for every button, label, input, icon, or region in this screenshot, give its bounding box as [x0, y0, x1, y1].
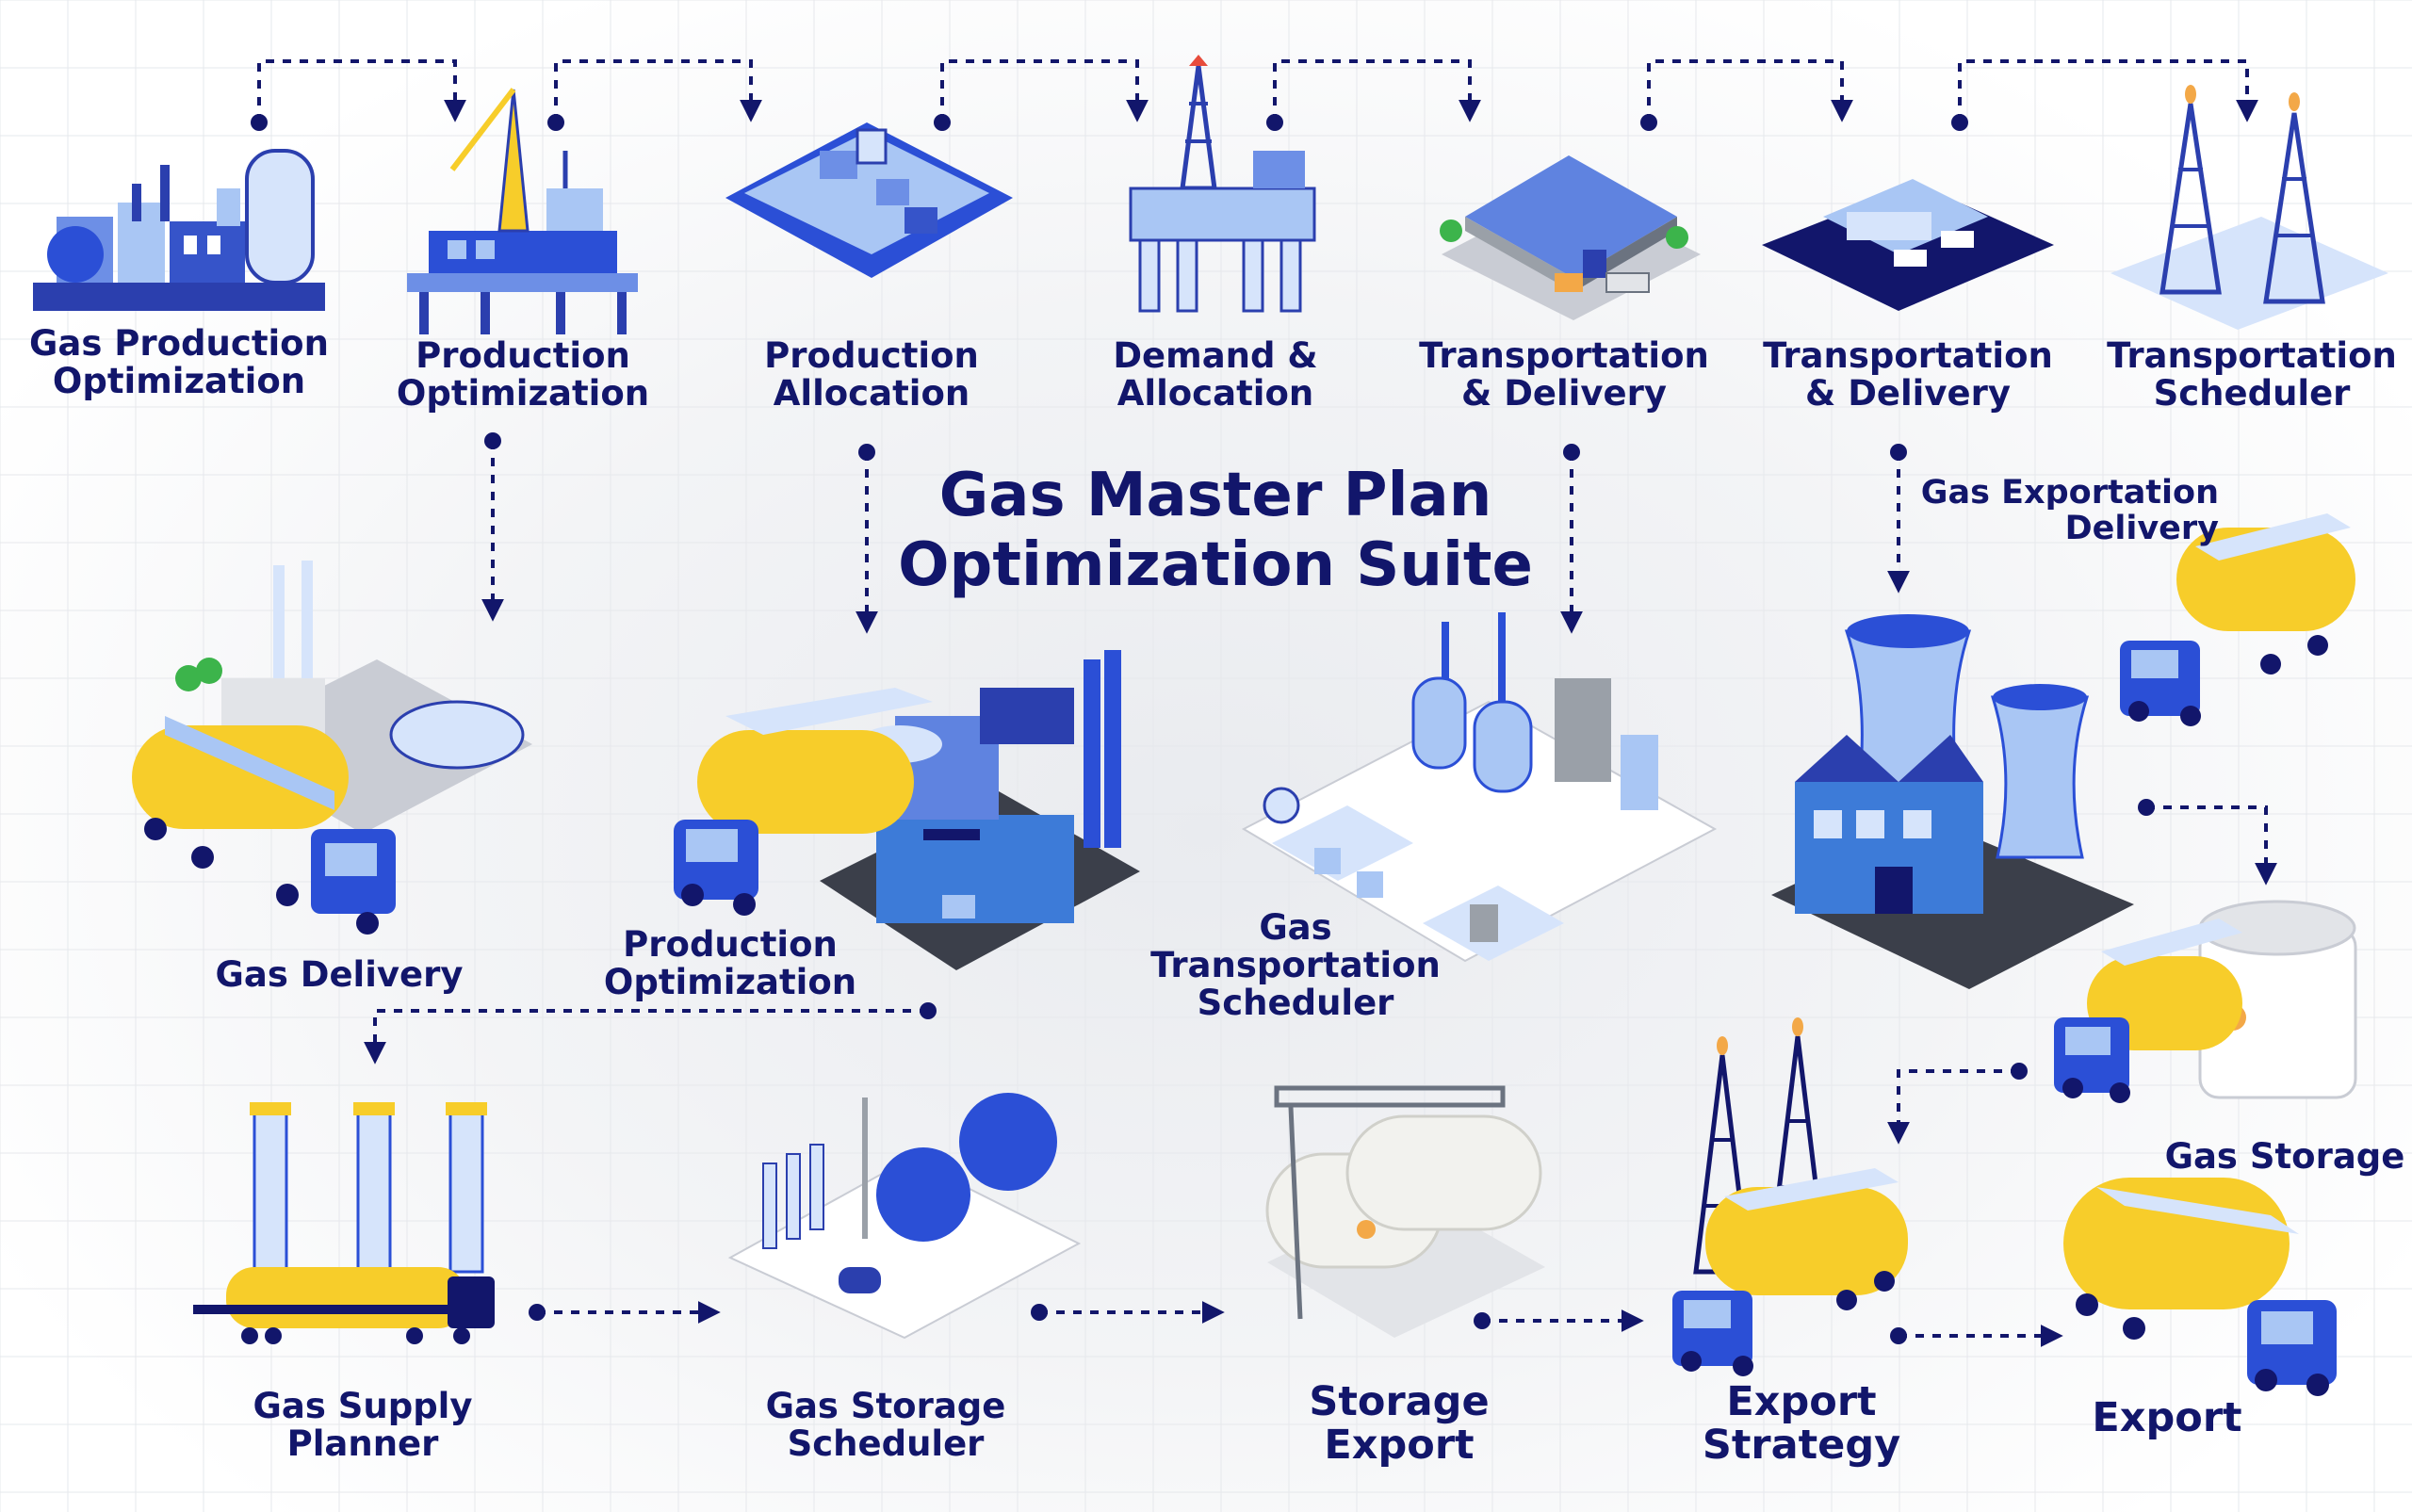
depot-icon [1762, 179, 2054, 311]
oil-platform-icon [1129, 55, 1316, 313]
connector-dots [251, 114, 2155, 1344]
connector-n6-n7 [1958, 59, 2258, 122]
refinery-icon [33, 149, 325, 311]
diagram-title: Gas Master Plan Optimization Suite [839, 461, 1592, 600]
connector-n1-n2 [257, 59, 466, 122]
diagram-title-line1: Gas Master Plan [938, 461, 1492, 530]
tanker-truck-icon [2120, 513, 2355, 726]
connector-n3-n4 [940, 59, 1149, 122]
connector-n5-n6 [1647, 59, 1853, 122]
cylinder-tanks-icon [1265, 1085, 1545, 1338]
label-gas-delivery: Gas Delivery [215, 954, 464, 995]
connector-n2-n3 [554, 59, 762, 122]
label-export: Export [2092, 1394, 2242, 1441]
factory-tanker-icon [674, 650, 1140, 970]
warehouse-icon [1440, 155, 1701, 320]
connector-n12-n13 [2146, 805, 2277, 886]
label-gas-storage: Gas Storage [2164, 1136, 2405, 1177]
derrick-icon [2110, 85, 2388, 330]
connector-n9-n14 [364, 1009, 928, 1065]
tanker-factory-icon [132, 561, 532, 935]
label-transportation-delivery-1: Transportation& Delivery [1419, 335, 1709, 414]
export-tanker-icon [2063, 1178, 2337, 1396]
spherical-tanks-icon [727, 1093, 1082, 1340]
label-demand-allocation: Demand &Allocation [1113, 335, 1318, 414]
connector-n4-n5 [1273, 59, 1481, 122]
rig-tanker-icon [1672, 1017, 1908, 1376]
label-transportation-delivery-2: Transportation& Delivery [1763, 335, 2053, 414]
offshore-rig-icon [407, 88, 638, 334]
connectors [257, 59, 2277, 1347]
diagram-title-line2: Optimization Suite [898, 529, 1533, 600]
power-plant-icon [1771, 614, 2134, 989]
connector-n13-n17 [1887, 1069, 2019, 1145]
city-plant-icon [1241, 612, 1718, 963]
storage-tank-truck-icon [2054, 900, 2357, 1103]
processing-plant-icon [725, 122, 1013, 278]
rail-tanker-icon [193, 1102, 495, 1344]
